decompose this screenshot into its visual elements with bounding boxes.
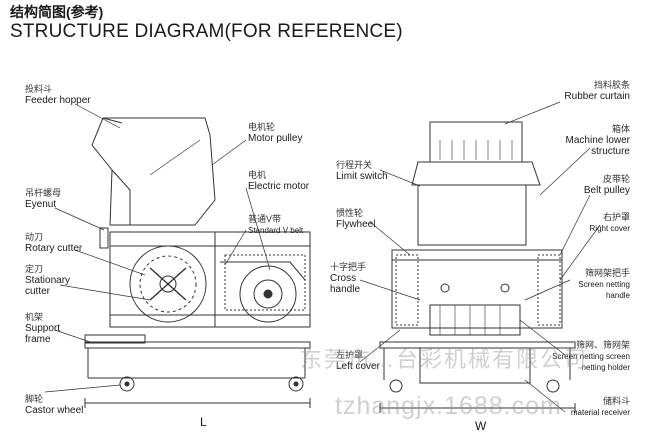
screen-netting-holder-shape bbox=[429, 304, 521, 336]
side-view bbox=[84, 117, 311, 408]
right-cover-shape bbox=[537, 254, 561, 326]
material-receiver-shape bbox=[419, 347, 531, 384]
dimension-length: L bbox=[200, 415, 207, 429]
machine-lower-structure-shape bbox=[391, 249, 563, 329]
front-view bbox=[379, 121, 576, 413]
castor-wheel-shapes bbox=[119, 376, 304, 392]
title-en: STRUCTURE DIAGRAM(FOR REFERENCE) bbox=[10, 21, 403, 42]
feeder-hopper-shape bbox=[91, 117, 216, 226]
support-frame-shape bbox=[84, 341, 311, 349]
electric-motor-shape bbox=[224, 254, 306, 311]
rotary-cutter-shape bbox=[129, 245, 207, 323]
title-cn: 结构简图(参考) bbox=[10, 4, 104, 20]
left-cover-shape bbox=[395, 254, 419, 326]
watermark-company: 东莞市…台彩机械有限公司 bbox=[300, 347, 589, 372]
crusher-body bbox=[109, 231, 311, 328]
leader-lines bbox=[44, 101, 601, 413]
dimension-width: W bbox=[475, 419, 487, 433]
motor-pulley-shape bbox=[239, 265, 297, 323]
eyenut-shape bbox=[99, 227, 109, 249]
watermark-url: tzhangjx.1688.com bbox=[335, 392, 562, 420]
